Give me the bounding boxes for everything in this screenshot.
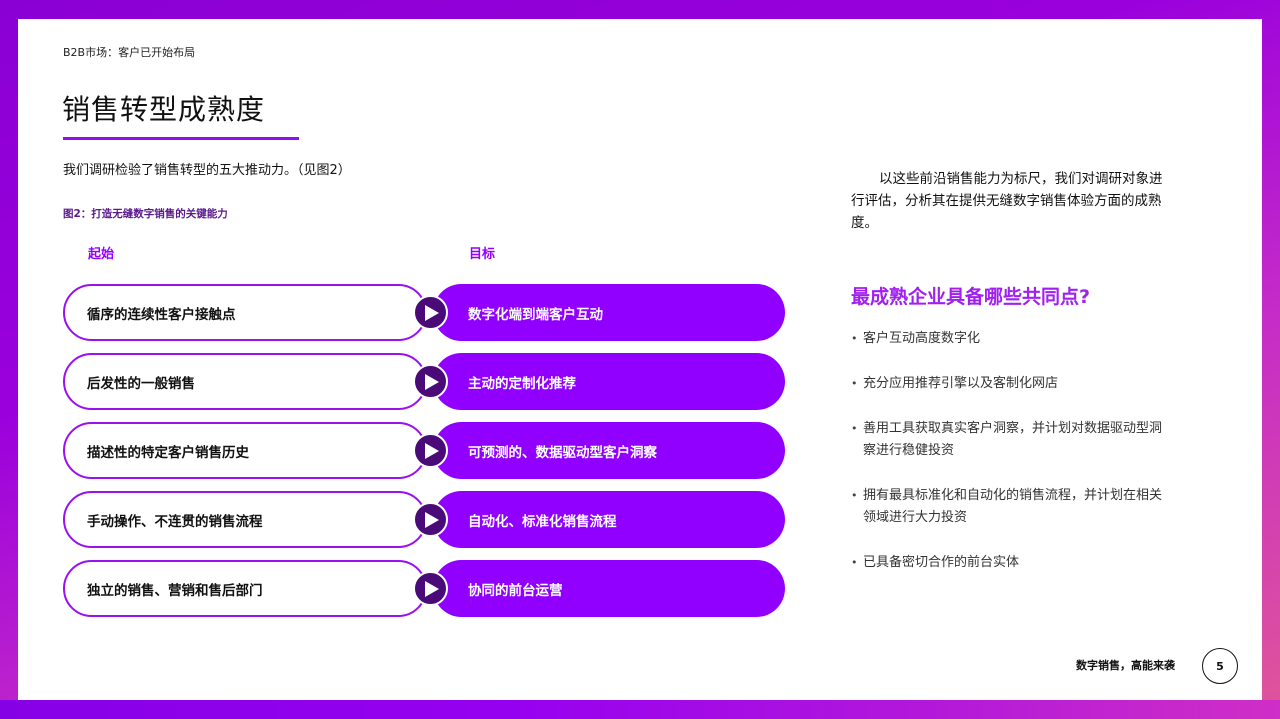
- start-column-label: 起始: [88, 247, 115, 262]
- list-item: 充分应用推荐引擎以及客制化网店: [851, 373, 1171, 395]
- capability-row: 可预测的、数据驱动型客户洞察 描述性的特定客户销售历史: [63, 422, 785, 479]
- sidebar-heading: 最成熟企业具备哪些共同点?: [851, 286, 1091, 308]
- target-pill: 数字化端到端客户互动: [433, 284, 785, 341]
- intro-text: 我们调研检验了销售转型的五大推动力。（见图2）: [63, 163, 351, 178]
- start-pill: 后发性的一般销售: [63, 353, 427, 410]
- target-pill: 自动化、标准化销售流程: [433, 491, 785, 548]
- title-underline: [63, 137, 299, 140]
- page-number-badge: 5: [1202, 648, 1238, 684]
- traits-list: 客户互动高度数字化 充分应用推荐引擎以及客制化网店 善用工具获取真实客户洞察，并…: [851, 328, 1171, 574]
- capability-row: 数字化端到端客户互动 循序的连续性客户接触点: [63, 284, 785, 341]
- capability-row: 协同的前台运营 独立的销售、营销和售后部门: [63, 560, 785, 617]
- start-pill: 独立的销售、营销和售后部门: [63, 560, 427, 617]
- target-pill: 协同的前台运营: [433, 560, 785, 617]
- figure-caption: 图2：打造无缝数字销售的关键能力: [63, 208, 228, 220]
- play-arrow-icon: [413, 295, 448, 330]
- section-eyebrow: B2B市场：客户已开始布局: [63, 46, 196, 59]
- list-item: 拥有最具标准化和自动化的销售流程，并计划在相关领域进行大力投资: [851, 485, 1171, 529]
- start-pill: 描述性的特定客户销售历史: [63, 422, 427, 479]
- play-arrow-icon: [413, 364, 448, 399]
- target-pill: 主动的定制化推荐: [433, 353, 785, 410]
- footer-title: 数字销售，高能来袭: [1076, 659, 1175, 672]
- list-item: 善用工具获取真实客户洞察，并计划对数据驱动型洞察进行稳健投资: [851, 418, 1171, 462]
- play-arrow-icon: [413, 571, 448, 606]
- play-arrow-icon: [413, 502, 448, 537]
- start-pill: 手动操作、不连贯的销售流程: [63, 491, 427, 548]
- frame-border-bottom: [0, 700, 1280, 719]
- list-item: 已具备密切合作的前台实体: [851, 552, 1171, 574]
- play-arrow-icon: [413, 433, 448, 468]
- start-pill: 循序的连续性客户接触点: [63, 284, 427, 341]
- capability-row: 主动的定制化推荐 后发性的一般销售: [63, 353, 785, 410]
- list-item: 客户互动高度数字化: [851, 328, 1171, 350]
- target-pill: 可预测的、数据驱动型客户洞察: [433, 422, 785, 479]
- page-title: 销售转型成熟度: [62, 93, 266, 126]
- target-column-label: 目标: [469, 247, 496, 262]
- assessment-paragraph: 以这些前沿销售能力为标尺，我们对调研对象进行评估，分析其在提供无缝数字销售体验方…: [851, 171, 1163, 231]
- capability-row: 自动化、标准化销售流程 手动操作、不连贯的销售流程: [63, 491, 785, 548]
